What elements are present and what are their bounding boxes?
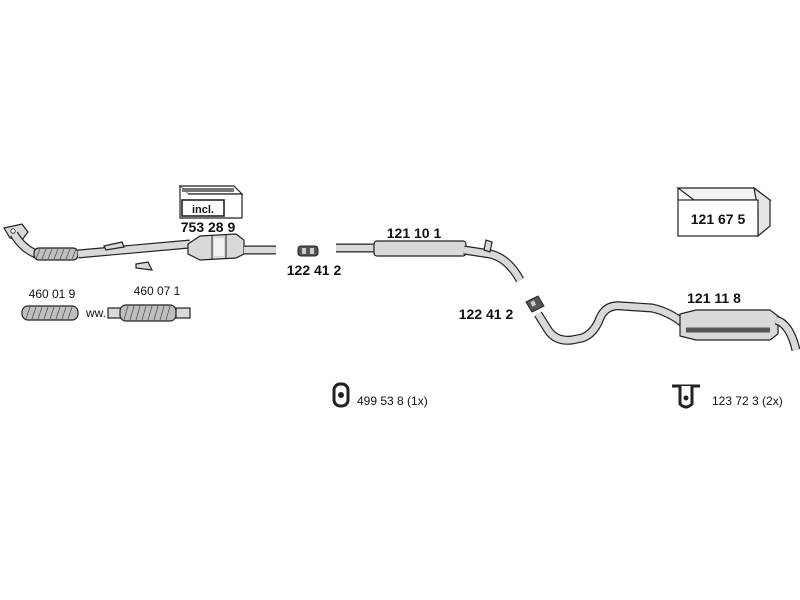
clamp-1 <box>297 245 319 257</box>
mounting-kit-box: 121 67 5 <box>676 186 772 238</box>
rubber-mount-2-part-number: 123 72 3 (2x) <box>712 394 783 408</box>
rear-silencer-part-number: 121 11 8 <box>687 290 741 306</box>
flex-pipe-2 <box>107 304 191 322</box>
catalyst-kit-box: incl. <box>178 185 244 219</box>
clamp-1-part-number: 122 41 2 <box>287 262 342 278</box>
front-pipe-with-catalyst <box>3 223 276 271</box>
incl-box <box>181 199 225 217</box>
middle-silencer <box>373 240 467 257</box>
flex-pipe-1 <box>21 305 79 321</box>
rubber-mount-2 <box>672 384 700 409</box>
flex-pipe-1-part-number: 460 01 9 <box>29 287 76 301</box>
catalyst-part-number: 753 28 9 <box>181 219 236 235</box>
flex-alternative-label: ww. <box>85 306 106 320</box>
flex-pipe-2-part-number: 460 07 1 <box>134 284 181 298</box>
rubber-mount-1 <box>332 382 350 408</box>
pipe-hanger <box>135 261 154 271</box>
middle-silencer-assembly <box>336 239 524 283</box>
front-flange <box>3 223 29 241</box>
rear-silencer-assembly <box>534 301 800 352</box>
clamp-2 <box>525 295 545 313</box>
clamp-2-part-number: 122 41 2 <box>459 306 514 322</box>
incl-label: incl. <box>192 204 214 216</box>
rear-silencer <box>679 309 779 341</box>
pipe-bracket <box>103 241 125 251</box>
mounting-kit-part-number: 121 67 5 <box>691 211 746 227</box>
rubber-mount-1-part-number: 499 53 8 (1x) <box>357 394 428 408</box>
middle-silencer-part-number: 121 10 1 <box>387 225 442 241</box>
